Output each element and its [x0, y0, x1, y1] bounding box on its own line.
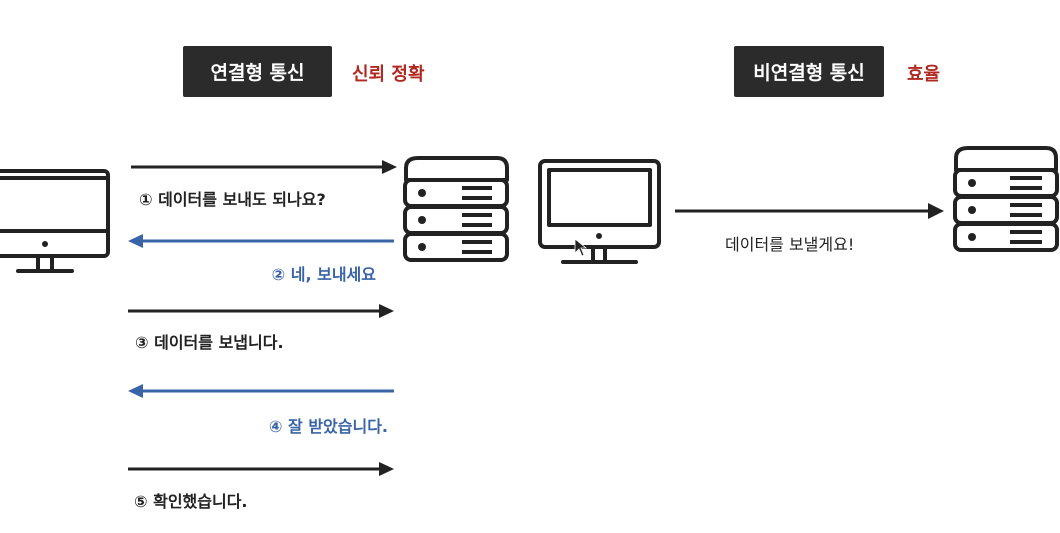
step-5-label: ⑤ 확인했습니다. — [134, 492, 248, 511]
step-arrow-3 — [128, 304, 394, 318]
step-arrow-4 — [128, 384, 394, 398]
connectionless-arrow — [675, 203, 944, 219]
step-4-label: ④ 잘 받았습니다. — [268, 417, 388, 436]
step-arrow-2 — [128, 234, 394, 248]
connectionless-message: 데이터를 보낼게요! — [725, 235, 855, 254]
server-icon — [403, 156, 509, 262]
connectionless-note: 효율 — [907, 64, 941, 85]
step-1-label: ① 데이터를 보내도 되나요? — [139, 190, 326, 209]
monitor-icon — [538, 159, 661, 264]
cursor-icon — [574, 238, 588, 257]
step-arrow-5 — [128, 462, 394, 476]
step-arrow-1 — [131, 160, 397, 174]
server-icon — [953, 146, 1059, 252]
monitor-icon — [0, 169, 110, 273]
connectionless-title: 비연결형 통신 — [734, 46, 884, 97]
connection-oriented-title: 연결형 통신 — [183, 46, 332, 97]
step-2-label: ② 네, 보내세요 — [271, 265, 376, 284]
connection-oriented-note: 신뢰 정확 — [352, 64, 425, 85]
step-3-label: ③ 데이터를 보냅니다. — [135, 333, 284, 352]
